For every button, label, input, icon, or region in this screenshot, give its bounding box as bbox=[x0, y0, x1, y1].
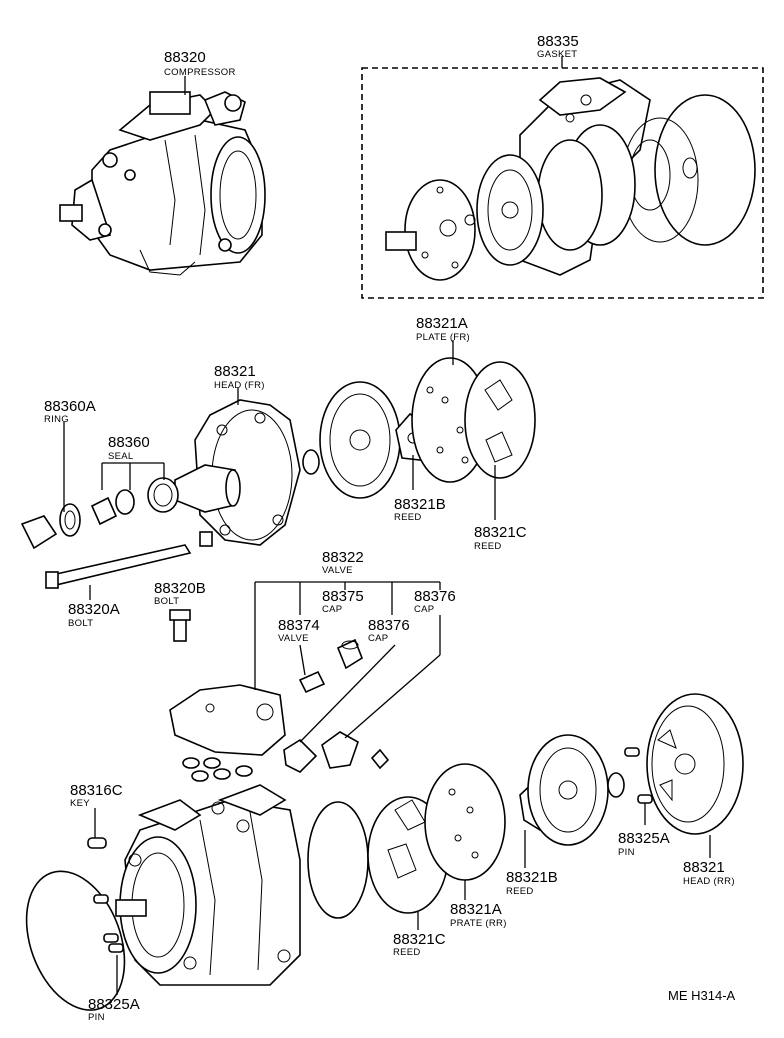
bolt-a-name: BOLT bbox=[68, 618, 93, 629]
reed-b-bottom-number: 88321B bbox=[506, 869, 558, 886]
part-labels: 88320 COMPRESSOR 88335 GASKET 88321A PLA… bbox=[44, 33, 736, 1023]
cap-88376-left-name: CAP bbox=[368, 633, 388, 644]
compressor-assembly-bottom bbox=[25, 784, 369, 1011]
valve-88374-number: 88374 bbox=[278, 617, 320, 634]
front-head-assembly bbox=[20, 399, 301, 589]
valve-group-parts bbox=[169, 609, 390, 838]
head-rr-name: HEAD (RR) bbox=[683, 876, 735, 887]
plate-rr-name: PRATE (RR) bbox=[450, 918, 507, 929]
plate-fr-number: 88321A bbox=[416, 315, 468, 332]
gasket-number: 88335 bbox=[537, 33, 579, 50]
bolt-b-number: 88320B bbox=[154, 580, 206, 597]
pin-left-name: PIN bbox=[88, 1012, 105, 1023]
compressor-number: 88320 bbox=[164, 49, 206, 66]
reed-c-top-name: REED bbox=[474, 541, 502, 552]
pin-right-number: 88325A bbox=[618, 830, 670, 847]
diagram-code: ME H314-A bbox=[668, 988, 736, 1003]
valve-88374-name: VALVE bbox=[278, 633, 309, 644]
head-rr-number: 88321 bbox=[683, 859, 725, 876]
reed-b-top-name: REED bbox=[394, 512, 422, 523]
cap-88376-left-number: 88376 bbox=[368, 617, 410, 634]
leader-lines bbox=[63, 56, 711, 995]
key-name: KEY bbox=[70, 798, 90, 809]
ring-name: RING bbox=[44, 414, 69, 425]
seal-name: SEAL bbox=[108, 451, 134, 462]
key-number: 88316C bbox=[70, 782, 123, 799]
reed-c-bottom-number: 88321C bbox=[393, 931, 446, 948]
reed-b-top-number: 88321B bbox=[394, 496, 446, 513]
reed-c-top-number: 88321C bbox=[474, 524, 527, 541]
gasket-kit-parts bbox=[385, 77, 756, 281]
pin-right-name: PIN bbox=[618, 847, 635, 858]
bolt-a-number: 88320A bbox=[68, 601, 120, 618]
cap-88375-name: CAP bbox=[322, 604, 342, 615]
plate-rr-number: 88321A bbox=[450, 901, 502, 918]
seal-number: 88360 bbox=[108, 434, 150, 451]
plate-fr-name: PLATE (FR) bbox=[416, 332, 470, 343]
compressor-name: COMPRESSOR bbox=[164, 67, 236, 78]
head-fr-number: 88321 bbox=[214, 363, 256, 380]
compressor-assembly-top bbox=[59, 91, 266, 276]
gasket-name: GASKET bbox=[537, 49, 577, 60]
bolt-b-name: BOLT bbox=[154, 596, 179, 607]
cap-88376-right-number: 88376 bbox=[414, 588, 456, 605]
valve-group-name: VALVE bbox=[322, 565, 353, 576]
ring-number: 88360A bbox=[44, 398, 96, 415]
rear-plate-group bbox=[367, 693, 744, 914]
valve-group-number: 88322 bbox=[322, 549, 364, 566]
cap-88375-number: 88375 bbox=[322, 588, 364, 605]
reed-b-bottom-name: REED bbox=[506, 886, 534, 897]
pin-left-number: 88325A bbox=[88, 996, 140, 1013]
front-plate-group bbox=[302, 357, 536, 499]
head-fr-name: HEAD (FR) bbox=[214, 380, 265, 391]
reed-c-bottom-name: REED bbox=[393, 947, 421, 958]
cap-88376-right-name: CAP bbox=[414, 604, 434, 615]
